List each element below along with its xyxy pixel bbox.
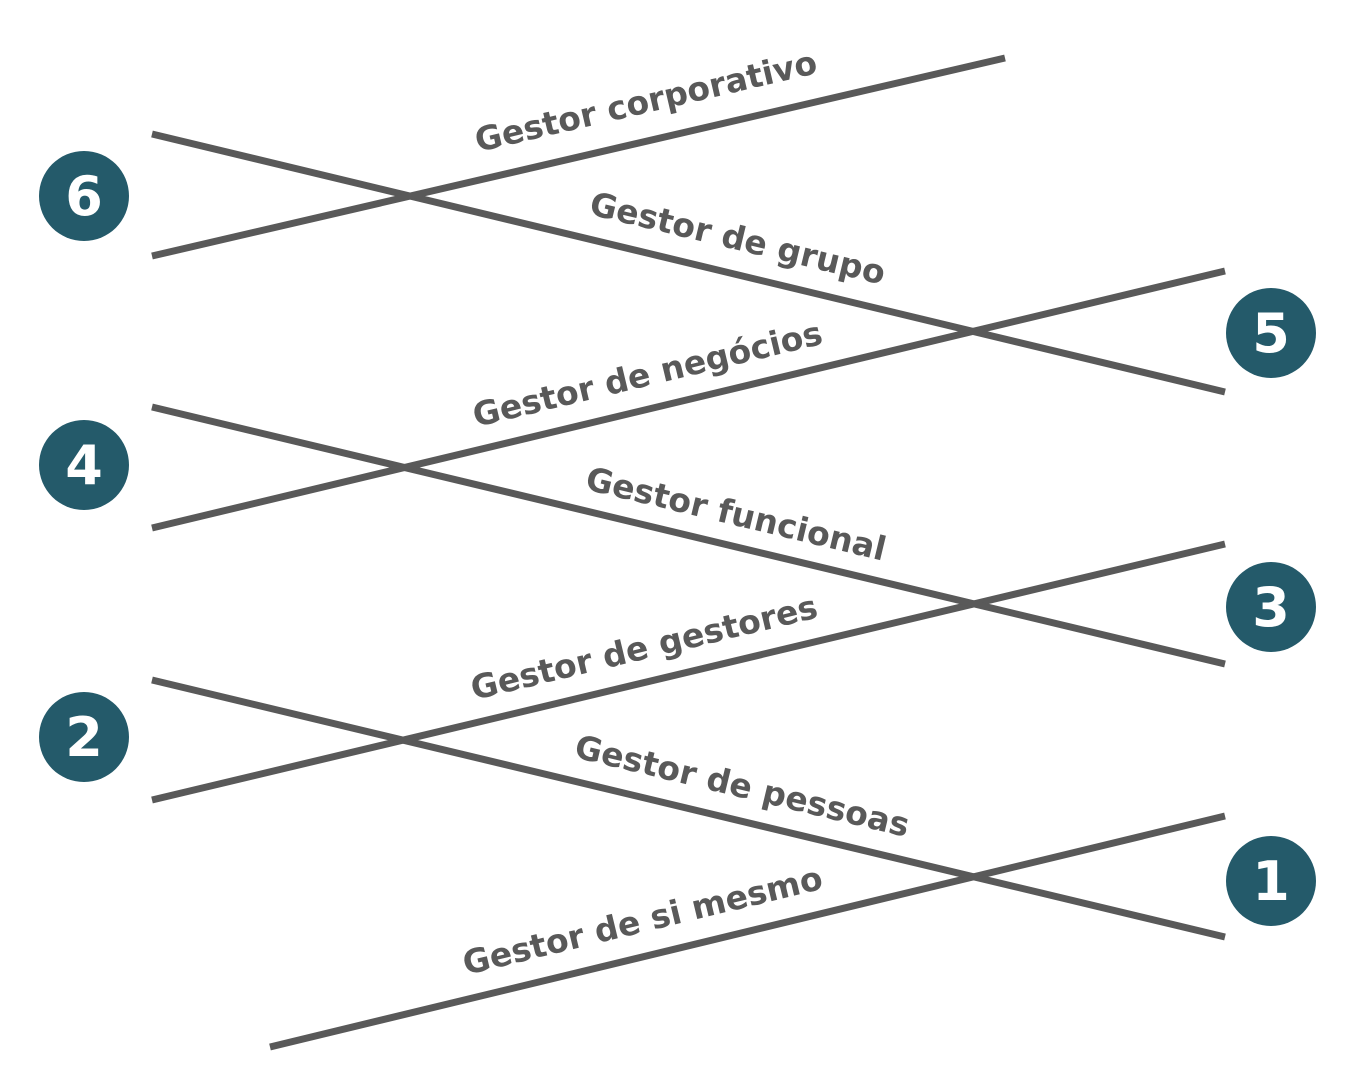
label-gestor-de-gestores: Gestor de gestores bbox=[467, 587, 821, 708]
label-gestor-funcional: Gestor funcional bbox=[582, 459, 890, 569]
badge-5: 5 bbox=[1226, 288, 1316, 378]
label-gestor-de-pessoas: Gestor de pessoas bbox=[571, 727, 913, 845]
badge-3-number: 3 bbox=[1252, 576, 1290, 639]
badge-5-number: 5 bbox=[1252, 302, 1290, 365]
line-gestor-de-negocios bbox=[151, 267, 1226, 532]
line-gestor-de-pessoas bbox=[151, 676, 1226, 941]
label-gestor-de-negocios: Gestor de negócios bbox=[469, 313, 826, 435]
badge-4: 4 bbox=[39, 420, 129, 510]
badge-3: 3 bbox=[1226, 562, 1316, 652]
label-gestor-de-si-mesmo: Gestor de si mesmo bbox=[459, 858, 827, 983]
line-gestor-funcional bbox=[151, 403, 1226, 668]
line-gestor-de-si-mesmo bbox=[269, 812, 1226, 1051]
badge-2: 2 bbox=[39, 692, 129, 782]
badge-6-number: 6 bbox=[65, 165, 103, 228]
line-gestor-de-gestores bbox=[151, 540, 1226, 804]
badge-4-number: 4 bbox=[65, 434, 103, 497]
badge-1-number: 1 bbox=[1252, 850, 1290, 913]
badge-6: 6 bbox=[39, 151, 129, 241]
badge-2-number: 2 bbox=[65, 706, 103, 769]
badge-1: 1 bbox=[1226, 836, 1316, 926]
line-gestor-corporativo bbox=[151, 54, 1006, 260]
line-gestor-de-grupo bbox=[151, 130, 1226, 396]
